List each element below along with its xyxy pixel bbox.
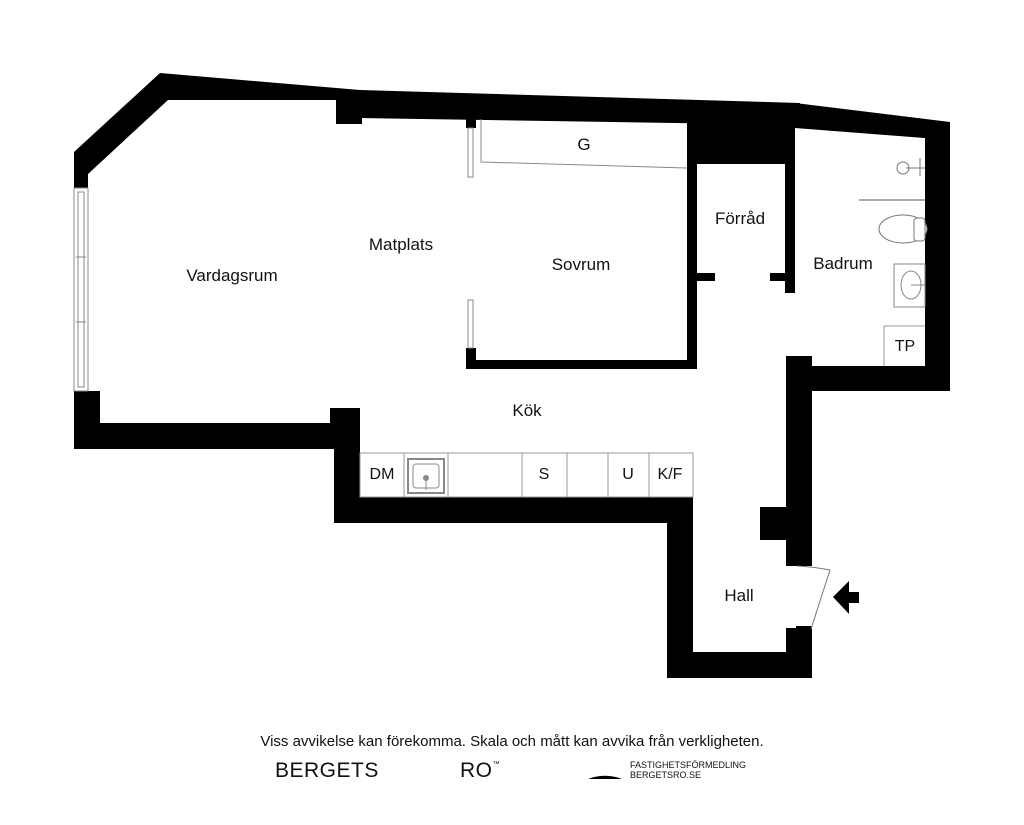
wall-top-right: [795, 103, 950, 140]
room-label-sovrum: Sovrum: [551, 255, 611, 274]
washbasin-icon: [893, 263, 926, 308]
wall-hall-jog2: [786, 560, 798, 566]
fixture-label-s: S: [538, 466, 550, 483]
wall-kitchen-bottom: [334, 497, 693, 523]
fixture-label-u: U: [622, 466, 634, 483]
wall-forrad-right-stub: [770, 273, 790, 281]
walls: [74, 73, 950, 678]
room-label-vardagsrum: Vardagsrum: [186, 266, 278, 285]
disclaimer-text: Viss avvikelse kan förekomma. Skala och …: [260, 733, 764, 750]
wall-sovrum-bottom: [466, 360, 697, 369]
fixture-label-dm: DM: [369, 466, 395, 483]
wall-forrad-right: [785, 125, 795, 293]
brand-word-ro: RO™: [460, 759, 500, 783]
wall-block-forrad: [687, 118, 795, 164]
room-label-hall: Hall: [724, 586, 754, 605]
wall-living-left-lower: [74, 391, 100, 449]
entrance-door-arc: [796, 565, 831, 630]
window-living: [73, 187, 89, 392]
room-label-badrum: Badrum: [813, 254, 873, 273]
room-label-garderob: G: [577, 135, 591, 154]
fixture-label-tp: TP: [894, 338, 916, 355]
wall-top-middle: [360, 90, 800, 125]
brand-subtitle-line1: FASTIGHETSFÖRMEDLING: [630, 760, 747, 770]
wall-sovrum-post: [466, 118, 476, 128]
entrance-arrow-icon: [833, 581, 859, 614]
fixture-label-kf: K/F: [657, 466, 683, 483]
tp-box: [883, 325, 925, 366]
wall-hall-right: [786, 356, 812, 566]
shower-icon: [896, 158, 925, 176]
brand-subtitle: FASTIGHETSFÖRMEDLING BERGETSRO.SE: [630, 760, 746, 780]
kitchen-counter: [359, 452, 694, 498]
wall-stub-top: [336, 90, 362, 124]
room-label-matplats: Matplats: [368, 235, 434, 254]
wall-hall-door-stub: [796, 626, 812, 632]
toilet-icon: [878, 214, 928, 244]
brand-word-bergets: BERGETS: [275, 759, 379, 782]
brand-tm: ™: [492, 761, 500, 768]
wall-kitchen-left-stub: [330, 408, 360, 424]
wall-badrum-bottom: [786, 366, 950, 391]
door-jambs: [467, 127, 474, 349]
wall-forrad-left: [687, 160, 697, 369]
sink-icon: [407, 458, 445, 494]
brand-subtitle-line2: BERGETSRO.SE: [630, 770, 702, 780]
brand-ro-text: RO: [460, 759, 493, 782]
room-label-kok: Kök: [512, 401, 542, 420]
wall-hall-left: [667, 497, 693, 678]
brand-logo-icon: [588, 775, 622, 779]
garderob-outline: [480, 119, 688, 169]
wall-living-bottom: [74, 423, 360, 449]
wall-hall-jog: [760, 507, 790, 540]
room-label-forrad: Förråd: [714, 209, 766, 228]
wall-top-left: [74, 73, 360, 188]
wall-sovrum-stub: [466, 348, 476, 369]
wall-right-badrum: [925, 125, 950, 391]
wall-forrad-left-stub: [697, 273, 715, 281]
